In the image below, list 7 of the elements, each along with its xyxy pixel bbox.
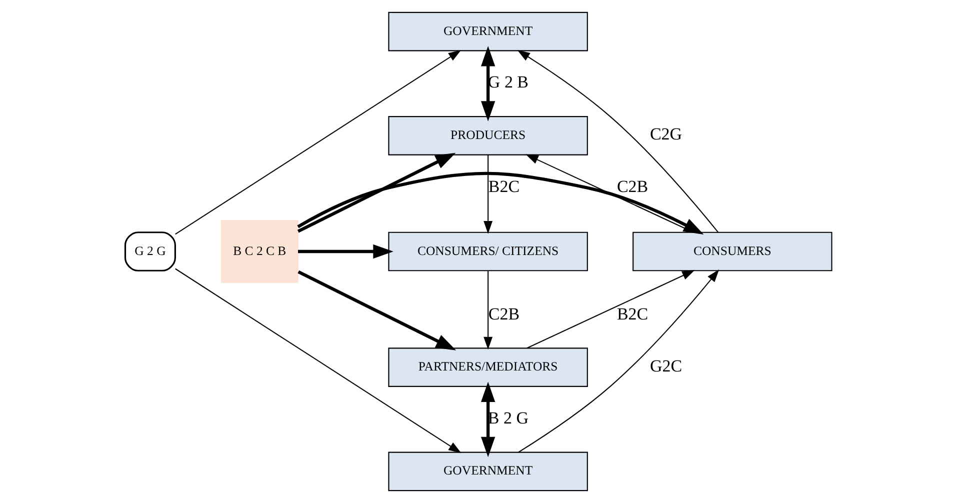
- edge-label: B2C: [616, 304, 648, 324]
- edge-label: C2G: [649, 124, 682, 144]
- edge-label: C2B: [616, 176, 648, 196]
- edge-label: B2C: [488, 176, 520, 196]
- edge-label: G2C: [649, 356, 682, 376]
- edge-label: C2B: [488, 304, 520, 324]
- edge-label: B 2 G: [487, 408, 528, 428]
